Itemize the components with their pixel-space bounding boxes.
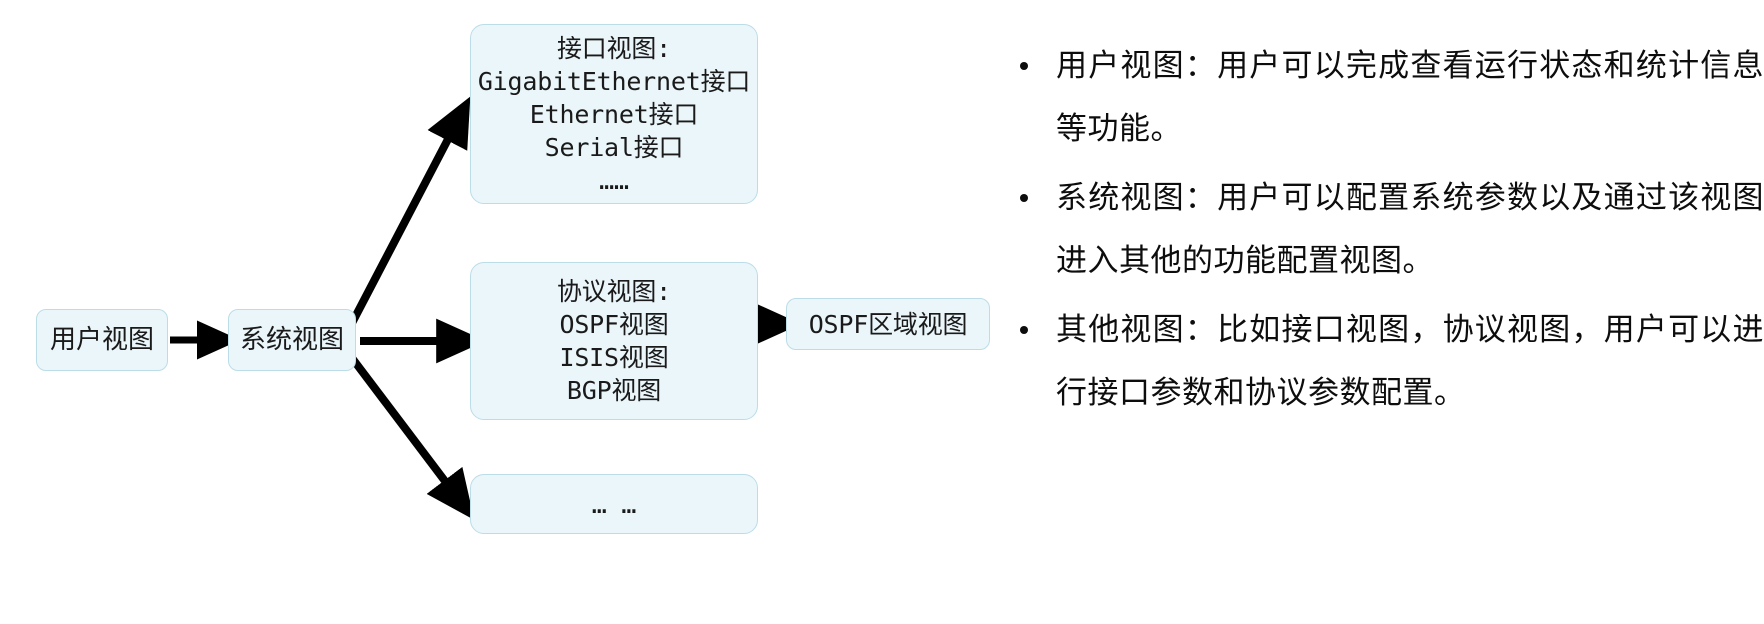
- arrow-system-to-other: [348, 355, 475, 520]
- arrow-system-to-interface: [348, 96, 471, 325]
- list-item: 其他视图：比如接口视图，协议视图，用户可以进行接口参数和协议参数配置。: [1000, 298, 1764, 424]
- node-user-view[interactable]: 用户视图: [36, 309, 168, 371]
- node-interface-view-line-3: Ethernet接口: [529, 99, 699, 129]
- list-item-text: 其他视图：比如接口视图，协议视图，用户可以进行接口参数和协议参数配置。: [1056, 312, 1764, 410]
- list-item-text: 系统视图：用户可以配置系统参数以及通过该视图进入其他的功能配置视图。: [1056, 180, 1764, 278]
- bullet-dot-icon: [1020, 62, 1028, 70]
- node-ospf-area-view[interactable]: OSPF区域视图: [786, 298, 990, 350]
- node-other-view[interactable]: … …: [470, 474, 758, 534]
- node-interface-view-line-5: ……: [599, 165, 629, 195]
- node-system-view[interactable]: 系统视图: [228, 309, 356, 371]
- bullet-dot-icon: [1020, 194, 1028, 202]
- node-interface-view-line-1: 接口视图:: [556, 33, 672, 63]
- node-protocol-view-line-3: ISIS视图: [559, 343, 669, 372]
- list-item-text: 用户视图：用户可以完成查看运行状态和统计信息等功能。: [1056, 48, 1764, 146]
- node-user-view-label: 用户视图: [49, 324, 154, 354]
- node-system-view-label: 系统视图: [239, 324, 344, 354]
- node-interface-view[interactable]: 接口视图: GigabitEthernet接口 Ethernet接口 Seria…: [470, 24, 758, 204]
- node-protocol-view-line-2: OSPF视图: [559, 310, 669, 339]
- node-protocol-view-line-1: 协议视图:: [556, 277, 672, 306]
- node-interface-view-line-2: GigabitEthernet接口: [477, 66, 751, 96]
- notes-bullet-list: 用户视图：用户可以完成查看运行状态和统计信息等功能。 系统视图：用户可以配置系统…: [1000, 34, 1764, 424]
- list-item: 系统视图：用户可以配置系统参数以及通过该视图进入其他的功能配置视图。: [1000, 166, 1764, 292]
- node-ospf-area-view-label: OSPF区域视图: [808, 309, 968, 339]
- bullet-dot-icon: [1020, 326, 1028, 334]
- list-item: 用户视图：用户可以完成查看运行状态和统计信息等功能。: [1000, 34, 1764, 160]
- node-protocol-view-line-4: BGP视图: [566, 376, 662, 405]
- notes-panel: 用户视图：用户可以完成查看运行状态和统计信息等功能。 系统视图：用户可以配置系统…: [1000, 34, 1764, 574]
- node-other-view-label: … …: [591, 489, 637, 519]
- node-protocol-view[interactable]: 协议视图: OSPF视图 ISIS视图 BGP视图: [470, 262, 758, 420]
- node-interface-view-line-4: Serial接口: [544, 132, 684, 162]
- view-hierarchy-diagram: 用户视图 系统视图 接口视图: GigabitEthernet接口 Ethern…: [36, 24, 990, 534]
